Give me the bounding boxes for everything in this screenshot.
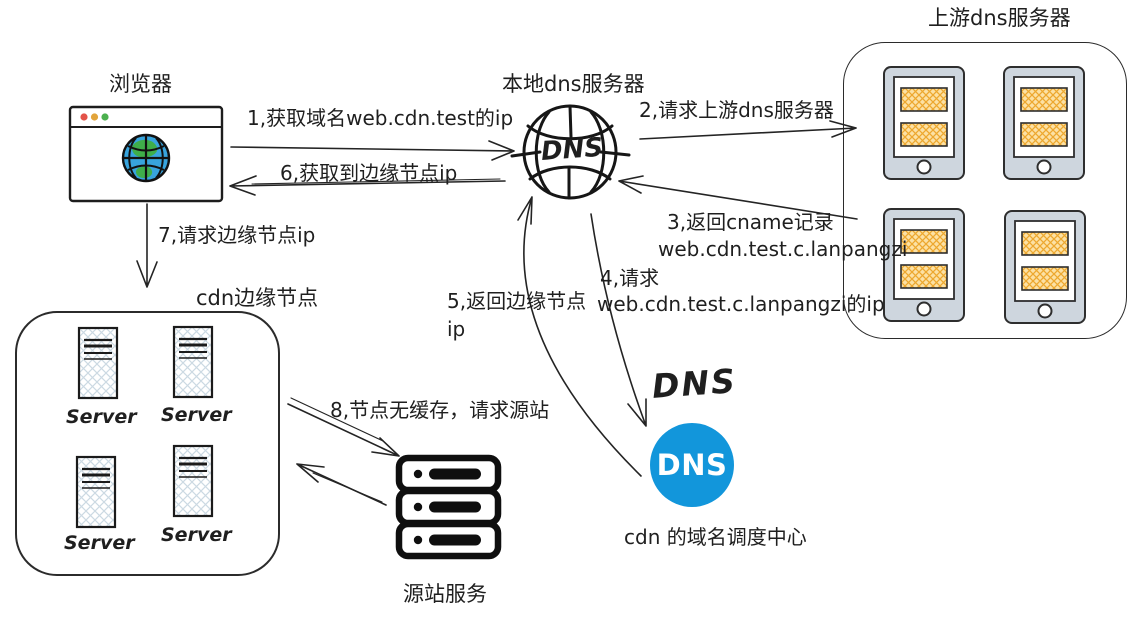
scheduler-dns-badge-text: DNS [656, 448, 728, 482]
scheduler-dns-badge: DNS [650, 423, 734, 507]
arrow-2 [639, 120, 857, 140]
arrow-1 [230, 140, 515, 161]
arrow-8-label: 8,节点无缓存，请求源站 [330, 398, 550, 422]
tablet-icon [883, 66, 965, 180]
upstream-tablet-icons [883, 66, 1086, 324]
traffic-dot-green-icon [101, 113, 109, 121]
upstream-dns-title: 上游dns服务器 [928, 6, 1071, 30]
cdn-edge-node-box [15, 311, 280, 576]
server-tower-icon [172, 444, 214, 518]
server-tower-icon [77, 326, 119, 400]
server-tower-icon [172, 325, 214, 399]
arrow-1-label: 1,获取域名web.cdn.test的ip [247, 106, 514, 130]
arrow-4-label-line1: 4,请求 [600, 266, 660, 290]
arrow-3 [618, 175, 858, 220]
server-label: Server [66, 406, 137, 428]
arrow-5-label-line1: 5,返回边缘节点 [447, 289, 587, 313]
traffic-dot-red-icon [80, 113, 88, 121]
origin-title: 源站服务 [403, 582, 487, 606]
tablet-icon [883, 208, 965, 322]
server-tower-icon [75, 455, 117, 529]
server-label: Server [161, 404, 232, 426]
local-dns-title: 本地dns服务器 [502, 72, 645, 96]
arrow-5-label-line2: ip [447, 317, 466, 341]
arrow-4-label-line2: web.cdn.test.c.lanpangzi的ip [597, 292, 885, 316]
arrow-8-return [296, 463, 387, 506]
local-dns-globe-text: DNS [540, 132, 605, 167]
origin-server-rack-icon [395, 454, 502, 560]
arrow-3-label-line2: web.cdn.test.c.lanpangzi [658, 237, 908, 261]
arrow-4 [590, 213, 647, 427]
arrow-3-label-line1: 3,返回cname记录 [667, 210, 834, 234]
arrow-6-label: 6,获取到边缘节点ip [280, 161, 458, 185]
browser-title: 浏览器 [109, 72, 172, 96]
tablet-icon [1003, 66, 1085, 180]
flow-arrows [136, 120, 858, 506]
arrow-5 [517, 196, 642, 477]
server-label: Server [64, 532, 135, 554]
browser-window-icon [68, 105, 224, 203]
edge-node-title: cdn边缘节点 [196, 286, 319, 310]
scheduler-title: cdn 的域名调度中心 [624, 525, 807, 549]
browser-globe-icon [121, 133, 171, 183]
arrow-7-label: 7,请求边缘节点ip [158, 223, 316, 247]
arrow-7 [136, 203, 158, 288]
tablet-icon [1004, 210, 1086, 324]
arrow-8-to-origin [287, 397, 400, 457]
arrow-2-label: 2,请求上游dns服务器 [639, 98, 834, 122]
arrow-6 [229, 175, 506, 196]
scheduler-dns-handwritten-text: DNS [650, 361, 739, 406]
local-dns-globe-icon [510, 104, 631, 200]
server-label: Server [161, 524, 232, 546]
traffic-dot-yellow-icon [90, 113, 99, 121]
